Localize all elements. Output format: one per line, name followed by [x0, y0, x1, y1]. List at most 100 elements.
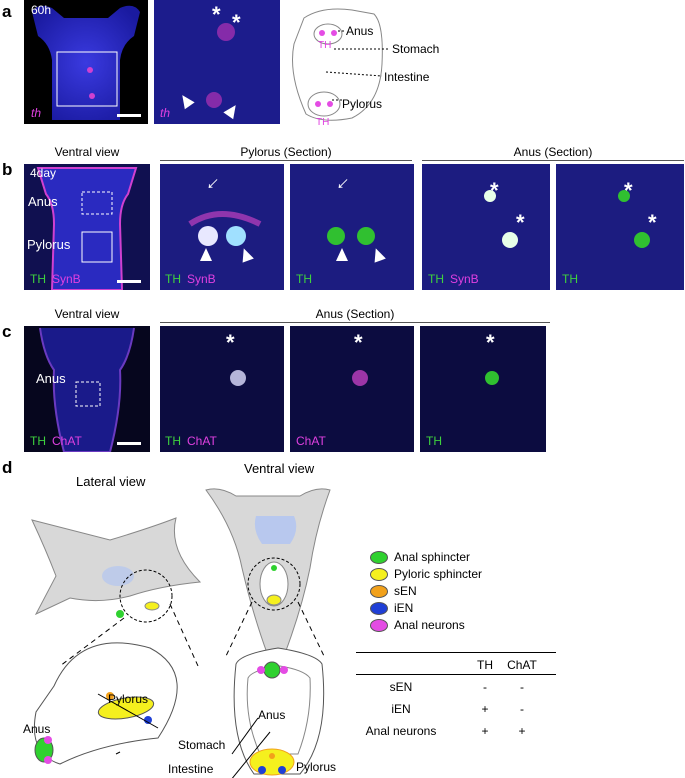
stain-th: TH	[165, 434, 181, 448]
asterisk-marker: *	[212, 2, 221, 27]
header-anus-section: Anus (Section)	[513, 145, 593, 159]
asterisk-marker: *	[232, 10, 241, 35]
table-cell-th: +	[481, 702, 489, 716]
legend-swatch	[370, 618, 388, 632]
asterisk-marker: *	[354, 330, 363, 355]
header-anus-section: Anus (Section)	[315, 307, 395, 321]
header-ventral-view: Ventral view	[54, 145, 120, 159]
table-header-rule	[356, 674, 556, 675]
c-th-image	[420, 326, 546, 452]
label-anus-ventral: Anus	[258, 708, 286, 722]
stain-chat: ChAT	[187, 434, 217, 448]
c-th-micrograph	[485, 371, 499, 385]
gene-label-th: th	[31, 106, 42, 120]
scale-bar	[117, 280, 141, 283]
legend-item: Anal neurons	[370, 618, 465, 632]
panel-c-letter: c	[2, 322, 12, 341]
scale-bar	[117, 114, 141, 117]
anus-label: Anus	[36, 371, 66, 386]
stain-th: TH	[428, 272, 444, 286]
table-cell-th: -	[483, 680, 487, 694]
asterisk-marker: *	[490, 178, 499, 203]
gene-label-th: th	[160, 106, 171, 120]
pylorus-th-image	[290, 164, 414, 290]
asterisk-marker: *	[648, 210, 657, 235]
ventral-micrograph	[36, 167, 138, 290]
table-cell-chat: -	[520, 702, 524, 716]
label-intestine: Intestine	[168, 762, 214, 776]
schematic-pylorus: Pylorus	[342, 97, 383, 111]
legend-item: iEN	[370, 601, 413, 615]
anus-merged-micrograph	[484, 190, 518, 248]
stain-synb: SynB	[187, 272, 216, 286]
header-underline	[422, 160, 684, 161]
legend-label: Pyloric sphincter	[394, 567, 483, 581]
zoom-micrograph	[154, 0, 280, 124]
ventral-view-title: Ventral view	[244, 461, 315, 476]
stain-th: TH	[30, 434, 46, 448]
arrowhead-marker	[200, 248, 212, 261]
legend-label: iEN	[394, 601, 414, 615]
legend-item: sEN	[370, 584, 417, 598]
header-pylorus-section: Pylorus (Section)	[240, 145, 332, 159]
table-cell-chat: +	[518, 724, 526, 738]
c-chat-image	[290, 326, 414, 452]
scale-bar	[117, 442, 141, 445]
label-pylorus-ventral: Pylorus	[296, 760, 337, 774]
time-label-4day: 4day	[30, 166, 57, 180]
header-ventral-view: Ventral view	[54, 307, 120, 321]
stain-chat: ChAT	[296, 434, 326, 448]
arrowhead-marker	[336, 248, 348, 261]
schematic-th-bottom: TH	[316, 117, 330, 128]
lateral-view-title: Lateral view	[76, 474, 146, 489]
anus-th-image	[556, 164, 684, 290]
panel-a-schematic	[292, 8, 388, 121]
panel-a-image-zoom	[154, 0, 280, 124]
stain-th: TH	[30, 272, 46, 286]
schematic-stomach: Stomach	[392, 42, 440, 56]
c-merged-micrograph	[230, 370, 246, 386]
label-pylorus-lateral: Pylorus	[108, 692, 149, 706]
larva-micrograph	[32, 5, 140, 120]
stain-chat: ChAT	[52, 434, 82, 448]
header-underline	[160, 322, 550, 323]
legend-swatch	[370, 584, 388, 598]
legend-item: Anal sphincter	[370, 550, 470, 564]
asterisk-marker: *	[624, 178, 633, 203]
table-row-name: Anal neurons	[365, 724, 437, 738]
anus-merged-image	[422, 164, 550, 290]
table-row-name: iEN	[391, 702, 411, 716]
ventral-micrograph	[39, 327, 135, 452]
stain-th: TH	[165, 272, 181, 286]
label-stomach: Stomach	[178, 738, 226, 752]
table-cell-chat: -	[520, 680, 524, 694]
panel-a-image-whole	[24, 0, 148, 124]
schematic-th-top: TH	[318, 40, 332, 51]
table-row-name: sEN	[389, 680, 413, 694]
panel-a-letter: a	[2, 2, 12, 21]
legend-label: Anal sphincter	[394, 550, 471, 564]
panel-b-ventral-image	[24, 164, 150, 290]
c-merged-image	[160, 326, 284, 452]
table-header-th: TH	[477, 658, 493, 672]
pylorus-th-micrograph	[327, 227, 375, 245]
table-header-chat: ChAT	[507, 658, 537, 672]
legend-label: Anal neurons	[394, 618, 465, 632]
legend-item: Pyloric sphincter	[370, 567, 482, 581]
legend-swatch	[370, 567, 388, 581]
c-chat-micrograph	[352, 370, 368, 386]
stain-th: TH	[296, 272, 312, 286]
asterisk-marker: *	[486, 330, 495, 355]
stain-synb: SynB	[450, 272, 479, 286]
anus-th-micrograph	[618, 190, 650, 248]
time-label-60h: 60h	[31, 3, 52, 17]
panel-d-schematic	[31, 488, 331, 778]
schematic-intestine: Intestine	[384, 70, 430, 84]
anus-label: Anus	[28, 194, 58, 209]
stain-synb: SynB	[52, 272, 81, 286]
panel-c-ventral-image	[24, 326, 150, 452]
table-cell-th: +	[481, 724, 489, 738]
legend-swatch	[370, 601, 388, 615]
asterisk-marker: *	[226, 330, 235, 355]
panel-d-letter: d	[2, 458, 13, 477]
